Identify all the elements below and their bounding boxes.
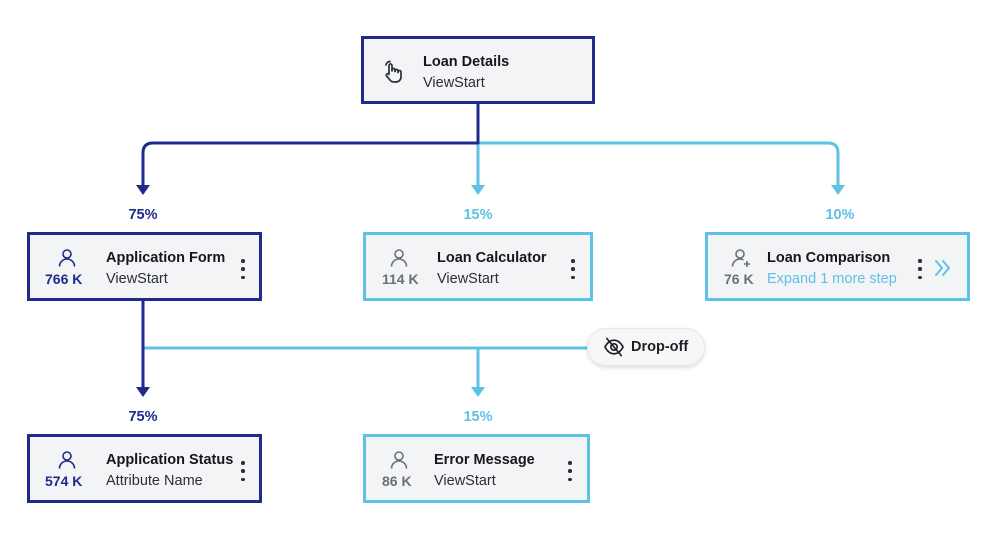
arrowhead-loan-calculator xyxy=(471,185,485,195)
connector-root-to-loan-comparison xyxy=(476,141,840,188)
percent-application-status: 75% xyxy=(128,409,158,425)
node-title: Error Message xyxy=(434,452,535,468)
user-icon xyxy=(390,451,408,469)
more-options-icon[interactable] xyxy=(564,461,576,481)
node-subtitle: ViewStart xyxy=(437,271,499,287)
user-icon xyxy=(58,249,76,267)
expand-step-link[interactable]: Expand 1 more step xyxy=(767,271,897,287)
user-plus-icon xyxy=(731,249,750,267)
connector-form-to-error-message xyxy=(141,346,589,390)
node-count: 76 K xyxy=(724,271,754,287)
percent-error-message: 15% xyxy=(463,409,493,425)
hand-pointer-icon xyxy=(385,60,402,83)
node-title: Loan Calculator xyxy=(437,250,547,266)
node-application-form[interactable]: 766 K Application Form ViewStart xyxy=(27,232,262,301)
more-options-icon[interactable] xyxy=(237,259,249,279)
node-count: 86 K xyxy=(382,473,412,489)
arrowhead-error-message xyxy=(471,387,485,397)
more-options-icon[interactable] xyxy=(914,259,926,279)
node-subtitle: ViewStart xyxy=(423,75,485,91)
percent-loan-comparison: 10% xyxy=(825,207,855,223)
node-title: Loan Details xyxy=(423,54,510,70)
node-subtitle: ViewStart xyxy=(106,271,168,287)
percent-application-form: 75% xyxy=(128,207,158,223)
more-options-icon[interactable] xyxy=(237,461,249,481)
more-options-icon[interactable] xyxy=(567,259,579,279)
node-loan-comparison[interactable]: 76 K Loan Comparison Expand 1 more step xyxy=(705,232,970,301)
connector-root-to-application-form xyxy=(141,101,480,188)
node-subtitle: ViewStart xyxy=(434,473,496,489)
arrowhead-application-status xyxy=(136,387,150,397)
node-title: Application Form xyxy=(106,250,226,266)
user-icon xyxy=(58,451,76,469)
node-loan-details[interactable]: Loan Details ViewStart xyxy=(361,36,595,104)
arrowhead-loan-comparison xyxy=(831,185,845,195)
node-error-message[interactable]: 86 K Error Message ViewStart xyxy=(363,434,590,503)
node-count: 766 K xyxy=(45,271,83,287)
node-application-status[interactable]: 574 K Application Status Attribute Name xyxy=(27,434,262,503)
node-subtitle: Attribute Name xyxy=(106,473,203,489)
percent-loan-calculator: 15% xyxy=(463,207,493,223)
arrowhead-application-form xyxy=(136,185,150,195)
node-loan-calculator[interactable]: 114 K Loan Calculator ViewStart xyxy=(363,232,593,301)
drop-off-button[interactable]: Drop-off xyxy=(587,328,705,366)
user-icon xyxy=(390,249,408,267)
node-title: Application Status xyxy=(106,452,234,468)
drop-off-label: Drop-off xyxy=(631,339,689,355)
node-title: Loan Comparison xyxy=(767,250,891,266)
node-count: 574 K xyxy=(45,473,83,489)
eye-off-icon xyxy=(604,337,624,357)
node-count: 114 K xyxy=(382,271,419,287)
double-chevron-right-icon[interactable] xyxy=(932,257,954,279)
